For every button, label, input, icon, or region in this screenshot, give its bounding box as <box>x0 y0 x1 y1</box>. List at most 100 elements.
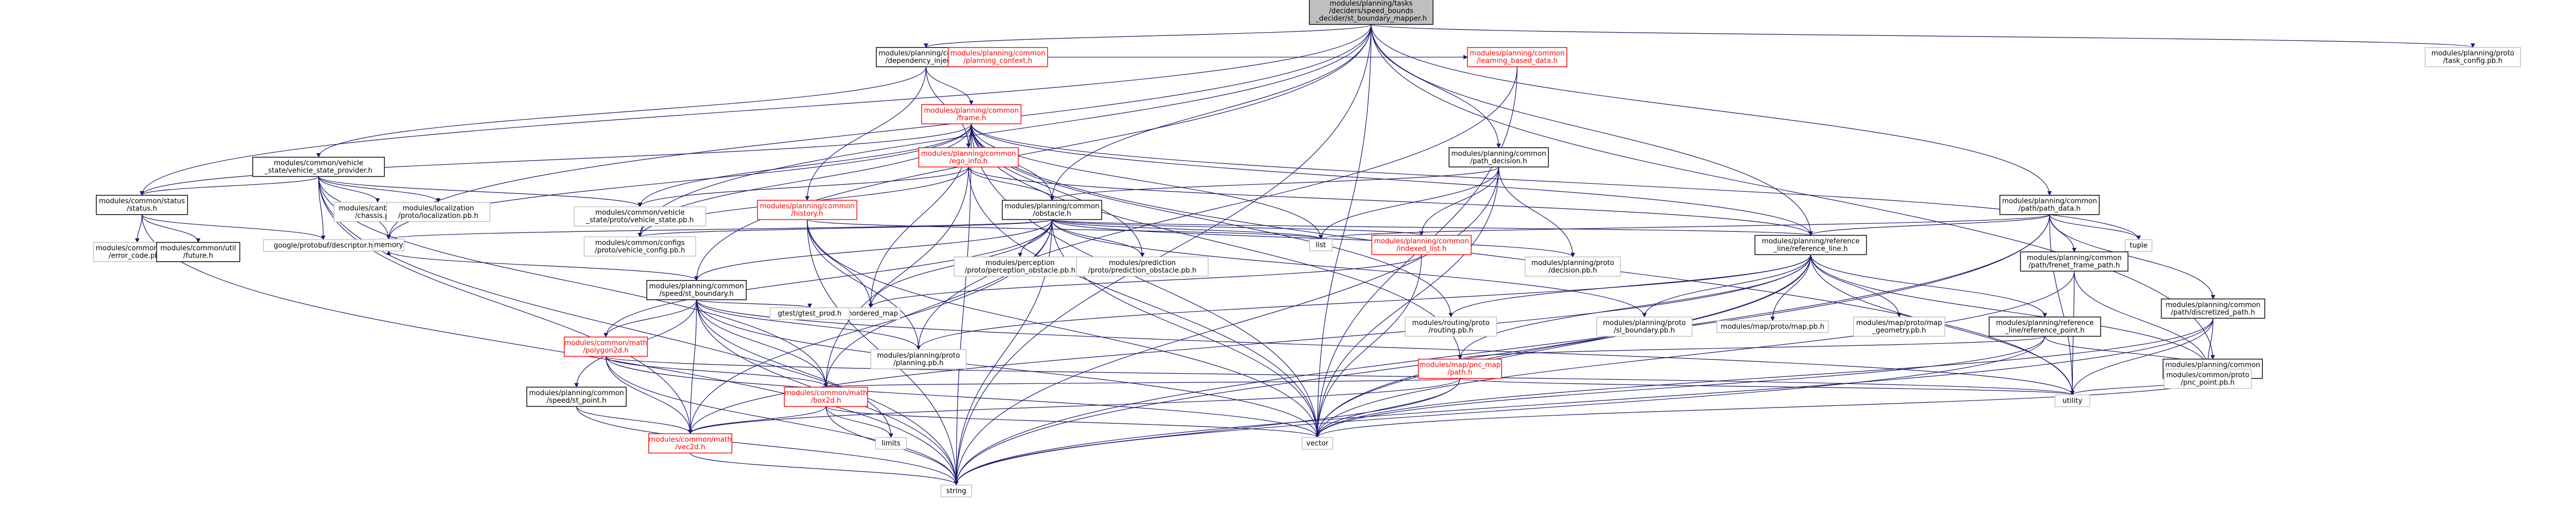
node-prediction-obstacle-pb[interactable]: modules/prediction/proto/prediction_obst… <box>1076 256 1209 277</box>
node-label-line: modules/planning/reference <box>1996 319 2094 327</box>
node-polygon2d[interactable]: modules/common/math/polygon2d.h <box>564 336 648 357</box>
node-label-line: /frame.h <box>957 114 986 122</box>
node-learning-based-data[interactable]: modules/planning/common/learning_based_d… <box>1467 47 1567 67</box>
node-box <box>1853 316 1945 337</box>
node-st-point[interactable]: modules/planning/common/speed/st_point.h <box>526 387 627 407</box>
node-box <box>2020 251 2128 272</box>
node-box <box>646 280 747 300</box>
edge-root-to-task-config-pb <box>1370 24 2475 48</box>
node-limits[interactable]: limits <box>875 437 907 450</box>
edge-vehicle-state-provider-to-vec2d <box>318 176 693 434</box>
node-box <box>953 256 1087 277</box>
node-box <box>2425 47 2521 67</box>
node-box <box>156 241 240 262</box>
node-label-line: modules/planning/common <box>924 107 1019 115</box>
node-frenet-frame-path[interactable]: modules/planning/common/path/frenet_fram… <box>2020 251 2128 272</box>
node-label-line: modules/planning/common <box>1469 50 1564 58</box>
node-history[interactable]: modules/planning/common/history.h <box>757 200 858 220</box>
node-descriptor[interactable]: google/protobuf/descriptor.h <box>263 239 384 252</box>
node-label-line: modules/planning/common <box>1004 202 1099 210</box>
edge-history-to-planning-pb <box>807 220 921 350</box>
node-task-config-pb[interactable]: modules/planning/proto/task_config.pb.h <box>2425 47 2521 67</box>
node-label-line: modules/common/proto <box>2166 371 2249 379</box>
node-box <box>564 336 648 357</box>
node-sl-boundary-pb[interactable]: modules/planning/proto/sl_boundary.pb.h <box>1596 316 1693 337</box>
node-label-line: vector <box>1306 440 1329 448</box>
node-label-line: list <box>1316 241 1326 250</box>
edge-pnc-map-path-to-string <box>954 378 1460 486</box>
node-pnc-point-pb[interactable]: modules/common/proto/pnc_point.pb.h <box>2163 368 2252 389</box>
node-path-data[interactable]: modules/planning/common/path/path_data.h <box>1999 194 2100 215</box>
node-planning-pb[interactable]: modules/planning/proto/planning.pb.h <box>870 349 967 369</box>
node-map-geometry-pb[interactable]: modules/map/proto/map_geometry.pb.h <box>1853 316 1945 337</box>
edge-frenet-frame-path-to-pnc-point-pb <box>2074 271 2210 370</box>
node-map-pb[interactable]: modules/map/proto/map.pb.h <box>1716 320 1829 333</box>
node-label-line: _geometry.pb.h <box>1872 327 1926 335</box>
edge-dependency-injector-to-frame <box>926 66 974 105</box>
edge-status-to-future <box>141 214 201 243</box>
node-label-line: /path.h <box>1448 369 1472 377</box>
node-vector[interactable]: vector <box>1301 437 1334 450</box>
node-reference-line[interactable]: modules/planning/reference_line/referenc… <box>1754 235 1867 255</box>
node-box <box>2163 368 2252 389</box>
node-list[interactable]: list <box>1309 238 1333 252</box>
node-obstacle[interactable]: modules/planning/common/obstacle.h <box>1002 200 1102 220</box>
node-root[interactable]: modules/planning/tasks/deciders/speed_bo… <box>1309 0 1434 25</box>
edge-st-boundary-to-planning-pb <box>696 299 921 350</box>
edge-obstacle-to-memory <box>387 219 1052 240</box>
node-decision-pb[interactable]: modules/planning/proto/decision.pb.h <box>1525 256 1621 277</box>
node-localization-pb[interactable]: modules/localization/proto/localization.… <box>386 202 491 222</box>
node-label-line: tuple <box>2130 241 2147 250</box>
edge-root-to-memory <box>386 24 1372 240</box>
node-routing-pb[interactable]: modules/routing/proto/routing.pb.h <box>1405 316 1497 337</box>
node-label-line: modules/planning/proto <box>1603 319 1686 327</box>
node-discretized-path[interactable]: modules/planning/common/path/discretized… <box>2161 298 2266 319</box>
node-future[interactable]: modules/common/util/future.h <box>156 241 240 262</box>
node-path-decision[interactable]: modules/planning/common/path_decision.h <box>1449 147 1549 168</box>
node-vec2d[interactable]: modules/common/math/vec2d.h <box>648 433 732 454</box>
node-label-line: /ego_info.h <box>949 157 988 165</box>
node-vehicle-state-provider[interactable]: modules/common/vehicle_state/vehicle_sta… <box>252 156 385 177</box>
node-ego-info[interactable]: modules/planning/common/ego_info.h <box>918 147 1019 168</box>
node-vehicle-config-pb[interactable]: modules/common/configs/proto/vehicle_con… <box>584 236 696 257</box>
node-status[interactable]: modules/common/status/status.h <box>96 194 188 215</box>
edge-vehicle-state-provider-to-descriptor <box>318 176 326 240</box>
node-label-line: /decision.pb.h <box>1549 267 1597 275</box>
node-gtest-prod[interactable]: gtest/gtest_prod.h <box>769 307 850 320</box>
node-tuple[interactable]: tuple <box>2125 239 2153 252</box>
edge-history-to-vector <box>807 220 1320 438</box>
node-reference-point[interactable]: modules/planning/reference_line/referenc… <box>1988 316 2101 337</box>
node-label-line: modules/planning/proto <box>877 352 960 360</box>
edge-reference-line-to-map-pb <box>1770 254 1812 321</box>
node-indexed-list[interactable]: modules/planning/common/indexed_list.h <box>1371 235 1472 255</box>
node-perception-obstacle-pb[interactable]: modules/perception/proto/perception_obst… <box>953 256 1087 277</box>
edge-pnc-map-path-to-box2d <box>824 378 1460 388</box>
node-box <box>875 437 907 450</box>
node-label-line: gtest/gtest_prod.h <box>778 310 842 318</box>
node-box2d[interactable]: modules/common/math/box2d.h <box>784 387 868 407</box>
node-planning-context[interactable]: modules/planning/common/planning_context… <box>948 47 1048 67</box>
node-string[interactable]: string <box>941 485 972 497</box>
edge-path-data-to-reference-line <box>1808 214 2050 236</box>
node-label-line: modules/common/math <box>784 389 867 397</box>
node-box <box>648 433 732 454</box>
node-unordered-map[interactable]: unordered_map <box>840 307 901 320</box>
edge-root-to-dependency-injector <box>923 24 1372 48</box>
node-label-line: modules/planning/common <box>2027 254 2122 262</box>
node-memory[interactable]: memory <box>373 238 405 252</box>
node-frame[interactable]: modules/planning/common/frame.h <box>921 104 1021 125</box>
node-box <box>1716 320 1829 333</box>
node-st-boundary[interactable]: modules/planning/common/speed/st_boundar… <box>646 280 747 300</box>
node-utility[interactable]: utility <box>2055 394 2090 407</box>
edge-root-to-reference-line <box>1370 24 1813 236</box>
edge-root-to-vector <box>1315 24 1372 438</box>
edge-vehicle-state-provider-to-string <box>318 176 959 486</box>
node-label-line: modules/planning/common <box>649 283 744 291</box>
edge-st-boundary-to-vector <box>696 299 1320 438</box>
node-vehicle-state-pb[interactable]: modules/common/vehicle_state/proto/vehic… <box>573 206 707 226</box>
node-label-line: modules/planning/common <box>760 202 854 210</box>
node-label-line: modules/planning/common <box>2002 198 2097 206</box>
node-pnc-map-path[interactable]: modules/map/pnc_map/path.h <box>1418 358 1502 379</box>
node-label-line: modules/common/math <box>649 436 732 444</box>
node-label-line: /path/discretized_path.h <box>2171 308 2255 316</box>
